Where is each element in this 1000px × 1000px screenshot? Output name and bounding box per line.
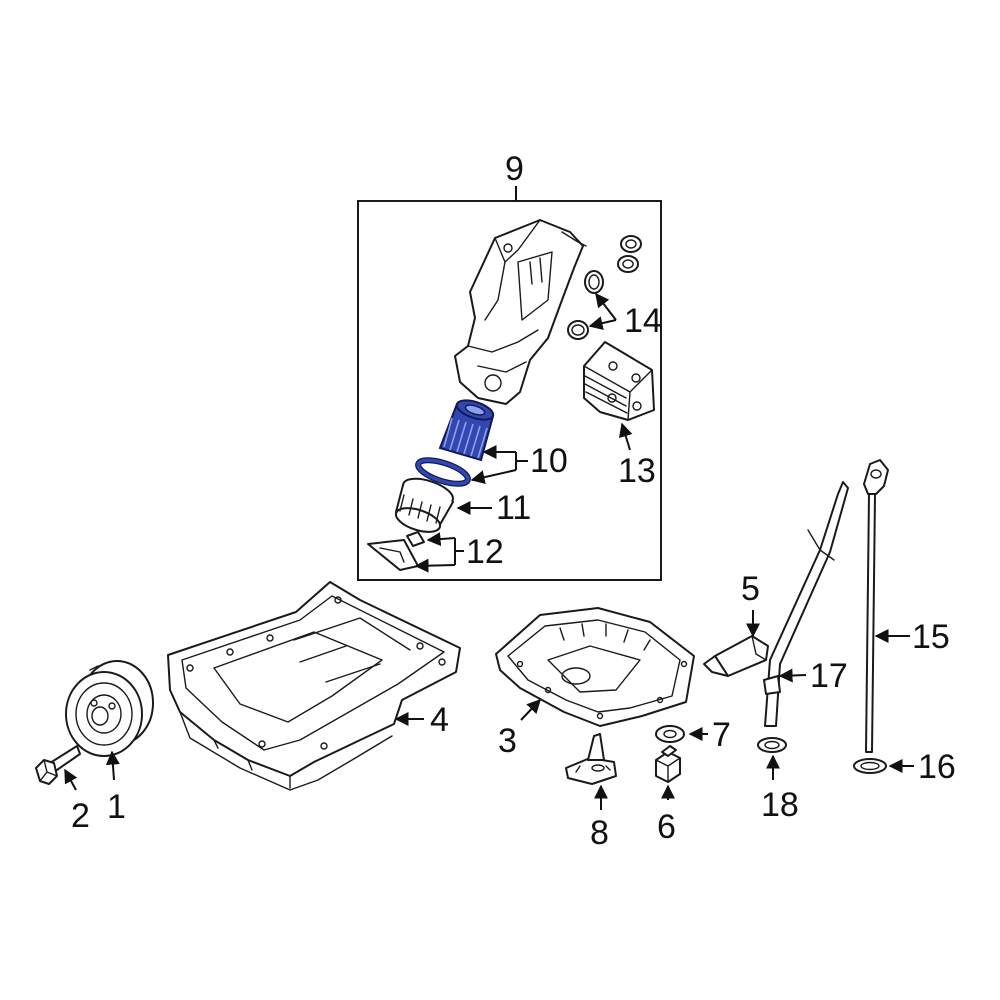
crankshaft-pulley — [65, 660, 154, 757]
callout-18: 18 — [761, 786, 799, 824]
leader-lines — [64, 292, 914, 810]
oil-cooler — [583, 341, 655, 421]
sealant-tube — [703, 635, 769, 677]
dipstick-tube — [763, 481, 849, 727]
callout-12: 12 — [466, 533, 504, 571]
callout-8: 8 — [590, 814, 609, 852]
drain-plug-washer — [655, 725, 685, 743]
callout-14: 14 — [624, 302, 662, 340]
callout-1: 1 — [107, 788, 126, 826]
callout-labels: 9 14 10 13 11 12 5 15 17 4 7 3 16 18 2 1… — [71, 150, 956, 852]
small-gasket — [406, 531, 425, 547]
oil-dipstick — [863, 459, 889, 753]
callout-17: 17 — [810, 657, 848, 695]
oil-filter-housing — [454, 219, 587, 405]
dipstick-o-ring — [853, 758, 887, 774]
tube-o-ring — [757, 737, 787, 753]
callout-3: 3 — [498, 722, 517, 760]
callout-6: 6 — [657, 808, 676, 846]
callout-7: 7 — [712, 716, 731, 754]
callout-13: 13 — [618, 452, 656, 490]
callout-16: 16 — [918, 748, 956, 786]
callout-2: 2 — [71, 797, 90, 835]
callout-4: 4 — [430, 701, 449, 739]
callout-10: 10 — [530, 442, 568, 480]
callout-9: 9 — [505, 150, 524, 188]
oil-level-sensor — [565, 733, 617, 785]
inset-frame — [357, 200, 662, 581]
callout-15: 15 — [912, 618, 950, 656]
drain-plug — [655, 745, 681, 783]
oil-filter-element — [438, 399, 495, 462]
large-gasket — [367, 539, 419, 571]
pulley-bolt — [35, 745, 81, 785]
lower-oil-pan — [495, 607, 695, 727]
upper-oil-pan — [167, 581, 461, 791]
callout-11: 11 — [496, 489, 531, 527]
cooler-seals — [567, 235, 642, 340]
callout-5: 5 — [741, 570, 760, 608]
oil-filter-cap — [394, 477, 454, 533]
